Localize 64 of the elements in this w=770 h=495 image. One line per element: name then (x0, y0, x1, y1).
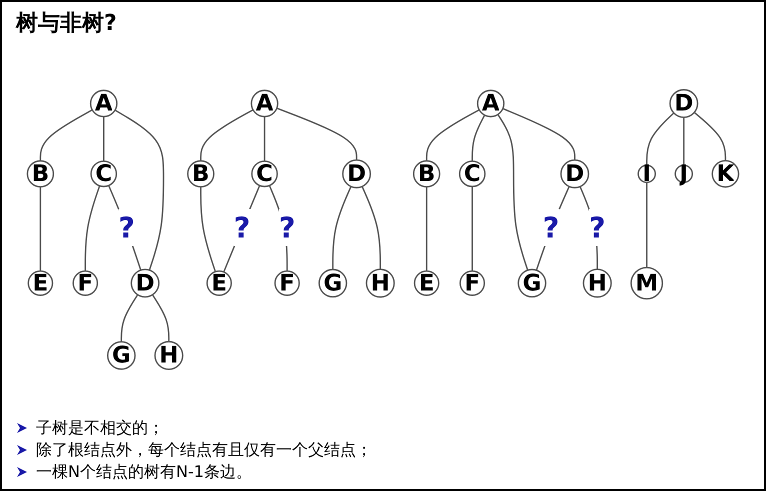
node-circle: D (342, 159, 372, 188)
connector (472, 114, 486, 162)
connector (114, 110, 164, 270)
connector (472, 186, 473, 272)
connector (361, 186, 382, 270)
connector (120, 294, 138, 342)
connector (108, 185, 142, 270)
connector (332, 186, 352, 270)
connector (223, 185, 260, 272)
node-circle: B (187, 160, 214, 188)
node-circle: I (638, 164, 656, 184)
node-circle: C (90, 160, 118, 188)
node-circle: G (318, 268, 348, 298)
node-circle: H (582, 268, 612, 298)
connector (40, 186, 42, 272)
connector (103, 116, 104, 162)
node-circle: C (251, 160, 278, 188)
title: 树与非树? (16, 10, 118, 38)
bullet-text: 除了根结点外，每个结点有且仅有一个父结点； (36, 439, 372, 461)
connector (683, 117, 685, 166)
node-circle: H (154, 340, 184, 370)
edge-label: ? (234, 210, 250, 245)
connector (536, 186, 570, 270)
connector (497, 114, 528, 270)
node-circle: F (274, 270, 300, 296)
node-circle: D (130, 268, 160, 298)
connector (40, 109, 93, 161)
node-circle: M (630, 266, 664, 300)
node-circle: K (712, 160, 740, 188)
node-circle: C (458, 160, 486, 188)
edge-label: ? (118, 210, 135, 245)
connector (694, 112, 726, 161)
node-circle: E (28, 270, 54, 296)
connector (426, 109, 480, 161)
connector (264, 116, 266, 162)
edge-label: ? (278, 210, 296, 245)
node-circle: A (250, 90, 278, 118)
node-circle: E (206, 270, 232, 296)
node-circle: J (674, 164, 694, 184)
connector (200, 109, 254, 161)
node-circle: E (414, 270, 440, 296)
node-circle: A (90, 90, 118, 118)
connector (276, 108, 358, 160)
node-circle: F (72, 270, 98, 296)
bullet-text: 子树是不相交的； (36, 417, 164, 439)
node-circle: B (412, 160, 440, 188)
bullet-text: 一棵N个结点的树有N-1条边。 (36, 461, 252, 483)
node-circle: D (560, 159, 590, 188)
node-circle: H (366, 268, 395, 298)
node-circle: G (106, 341, 136, 370)
connector (426, 186, 428, 272)
edge-label: ? (589, 210, 606, 245)
connector (84, 186, 100, 272)
connector (502, 108, 576, 160)
node-circle: B (26, 160, 54, 188)
node-circle: A (476, 90, 505, 118)
node-circle: G (518, 268, 546, 298)
connector (646, 112, 674, 166)
connector (646, 182, 648, 268)
node-circle: F (459, 270, 486, 296)
connector (200, 186, 216, 272)
edge-label: ? (542, 210, 560, 245)
connector (152, 294, 170, 342)
node-circle: D (669, 89, 698, 118)
